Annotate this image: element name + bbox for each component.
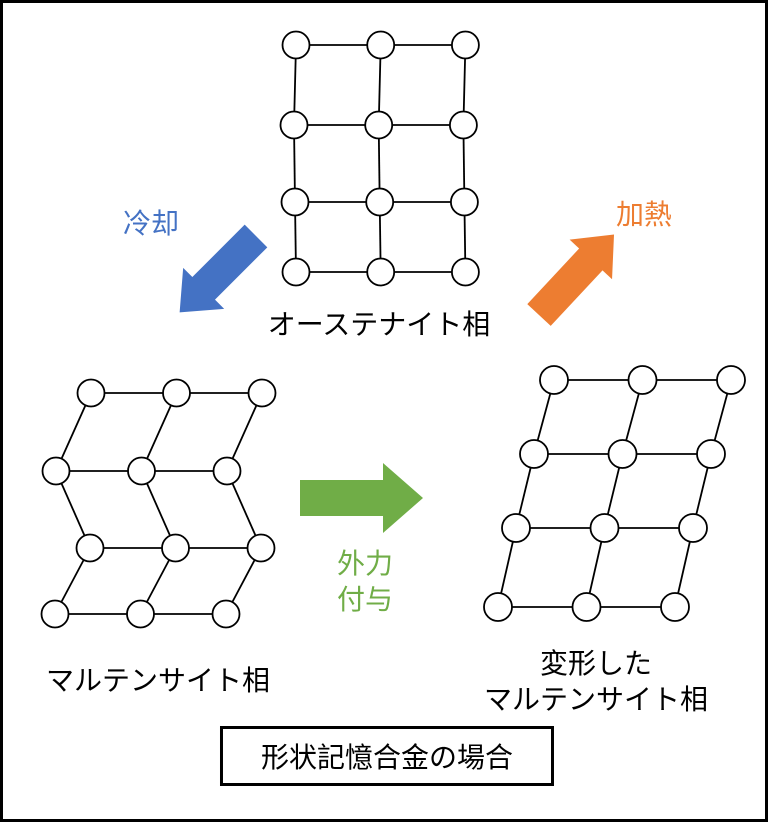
deformed-martensite-label-line1: 変形した (539, 647, 653, 680)
deformed-martensite-label-line2: マルテンサイト相 (483, 683, 709, 716)
lattice-graphic (40, 30, 746, 629)
cooling-arrow (179, 224, 268, 313)
deformed-martensite-label: 変形した マルテンサイト相 (484, 646, 708, 718)
force-label-line2: 付与 (336, 583, 394, 616)
caption-box: 形状記憶合金の場合 (219, 726, 555, 786)
heating-label: 加熱 (615, 198, 673, 231)
force-label: 外力 付与 (337, 546, 393, 618)
deformed-martensite-lattice (483, 365, 746, 622)
austenite-label: オーステナイト相 (267, 308, 491, 341)
martensite-lattice (40, 378, 277, 629)
martensite-label: マルテンサイト相 (45, 664, 271, 697)
austenite-lattice (279, 30, 480, 287)
force-label-line1: 外力 (336, 547, 394, 580)
force-arrow (300, 463, 423, 533)
cooling-label: 冷却 (122, 207, 180, 240)
heating-arrow (527, 234, 615, 326)
